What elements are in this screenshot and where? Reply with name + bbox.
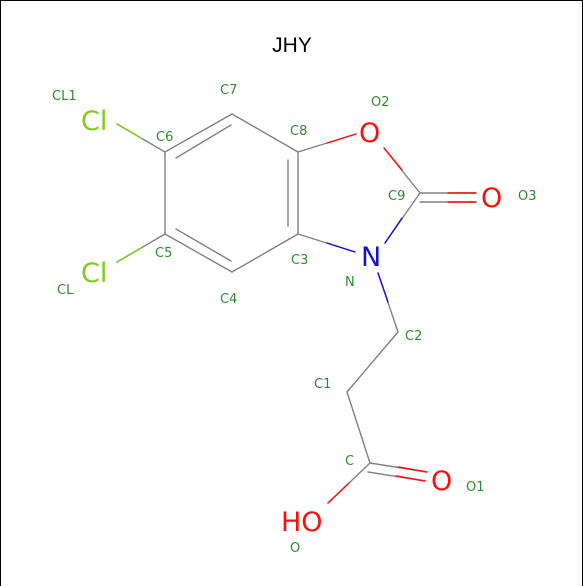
atom-labels: CL1 CL C7 C6 C8 O2 C9 O3 C5 C3 N C4 C2 C… [52, 83, 537, 556]
atom-label-c8: C8 [290, 124, 307, 139]
bond-tint-cl [116, 247, 142, 263]
bond-c1-c [346, 391, 371, 464]
atom-label-c2: C2 [405, 329, 422, 344]
bond-tint-n-c3 [326, 242, 356, 253]
bond-tint-cl1 [116, 123, 142, 139]
atom-label-cl1: CL1 [52, 89, 77, 104]
molecule-title: JHY [272, 34, 312, 57]
hetero-bond-tints [116, 123, 477, 504]
bond-tint-o2-c8 [326, 133, 357, 144]
bond-tint-o1-a [397, 466, 428, 473]
atom-label-o: O [290, 541, 300, 556]
bond-c6-c7 [164, 113, 233, 153]
bond-tint-o2-c9 [383, 147, 403, 171]
bond-c2-c1 [346, 331, 399, 393]
chlorine-symbol-top: Cl [81, 106, 107, 137]
chlorine-symbol-bottom: Cl [81, 258, 107, 289]
atom-label-c3: C3 [291, 253, 308, 268]
bond-tint-o1-b [395, 475, 426, 482]
bond-tint-n-c9 [384, 217, 403, 244]
atom-label-n: N [345, 275, 355, 290]
atom-label-c7: C7 [220, 83, 237, 98]
bond-c7-c8 [231, 113, 299, 153]
bond-c6-c7-inner [175, 124, 232, 159]
bond-c3-c4 [231, 233, 299, 273]
atom-label-o1: O1 [466, 480, 485, 495]
element-symbols: Cl Cl O O N O HO [81, 106, 502, 538]
atom-label-o2: O2 [371, 95, 390, 110]
bond-c4-c5 [164, 233, 233, 273]
atom-label-c: C [345, 454, 354, 469]
bond-c4-c5-inner [175, 228, 232, 262]
nitrogen-symbol: N [361, 242, 381, 273]
bond-tint-o [327, 482, 350, 504]
atom-label-o3: O3 [518, 189, 537, 204]
hydroxyl-symbol: HO [281, 507, 323, 538]
oxygen-symbol-acid: O [431, 466, 452, 497]
atom-label-c9: C9 [388, 189, 405, 204]
atom-label-c1: C1 [314, 377, 331, 392]
atom-label-c5: C5 [155, 246, 172, 261]
bond-tint-n-c2 [377, 272, 389, 303]
oxygen-symbol-ring: O [359, 118, 380, 149]
oxygen-symbol-carbonyl: O [481, 183, 502, 214]
atom-label-c4: C4 [220, 292, 237, 307]
atom-label-c6: C6 [156, 130, 173, 145]
atom-label-cl: CL [57, 283, 74, 298]
